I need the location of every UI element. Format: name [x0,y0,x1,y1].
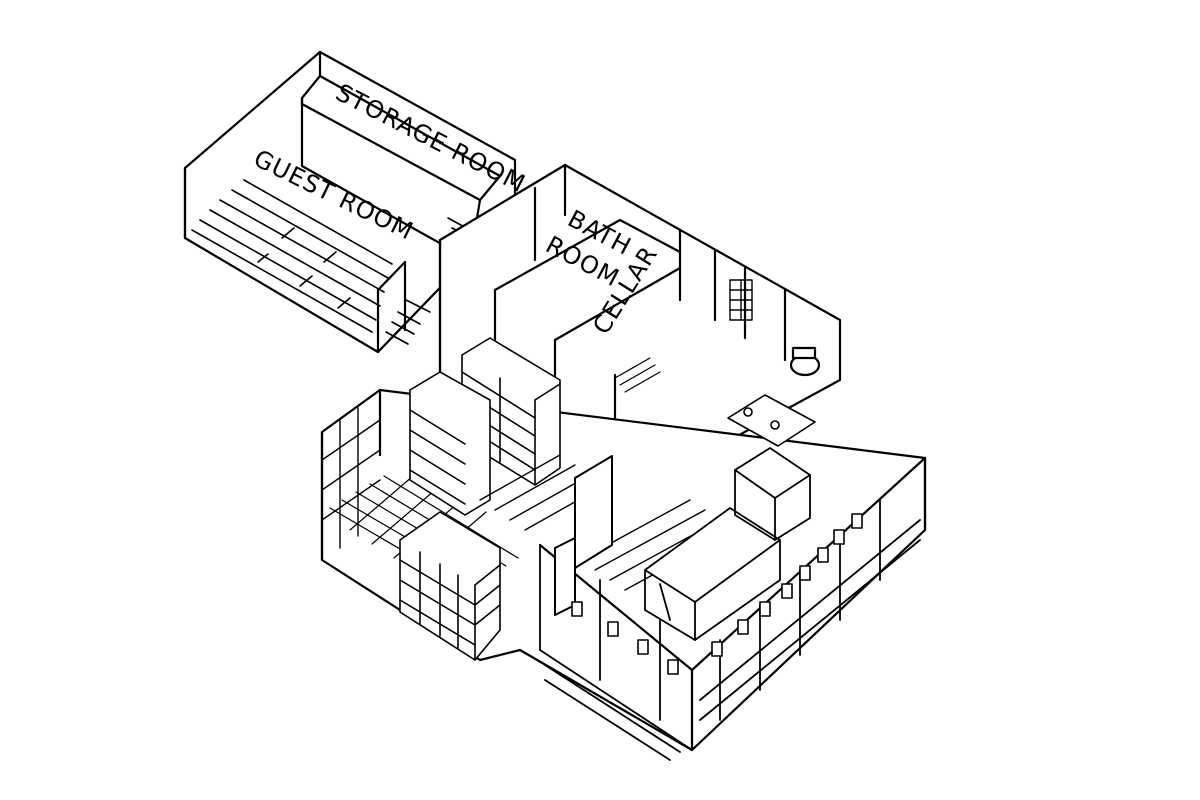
guest-room-floor [191,179,393,333]
kitchen-island [644,507,781,641]
front-windows [571,601,679,675]
right-wall [699,499,921,721]
bath-tiles [729,279,753,321]
kitchen-cabinet [734,447,811,541]
front-tile-block [399,511,501,661]
left-shelf [409,371,491,516]
front-wall [539,544,693,761]
sink-counter [727,394,816,447]
main-floor [320,337,927,761]
right-windows [711,513,863,657]
cellar-floor [614,357,661,393]
partitions [554,455,613,616]
left-tile-wall [321,407,381,549]
